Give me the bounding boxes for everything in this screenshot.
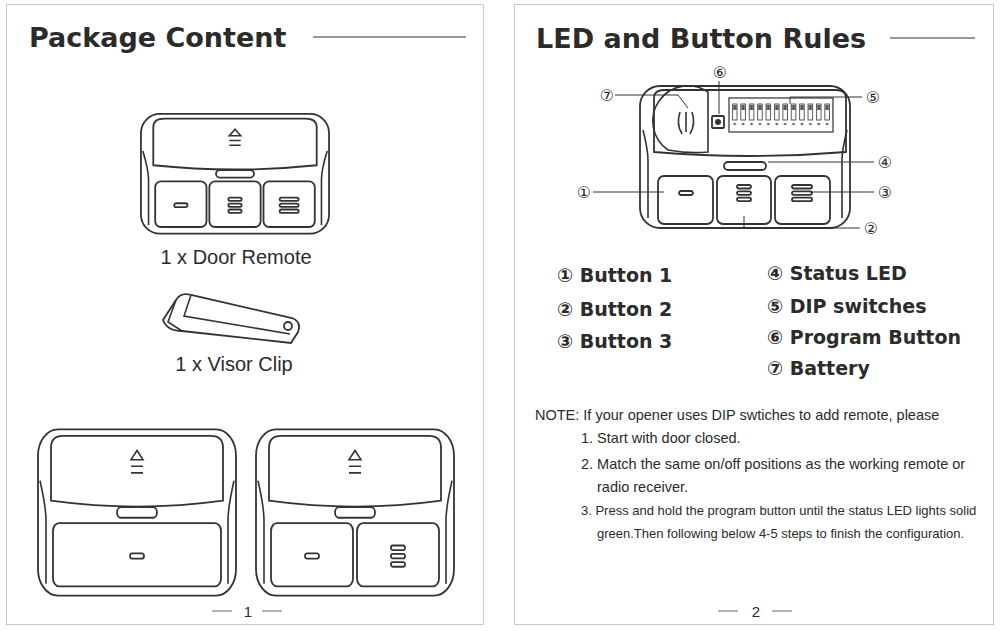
header-rule — [313, 36, 466, 37]
page-heading: Package Content — [29, 22, 286, 54]
remote-back — [640, 86, 850, 228]
page-number: 2 — [752, 603, 760, 621]
leader-lines — [593, 81, 874, 228]
callout-number: ⑦ — [600, 86, 614, 105]
header-rule — [890, 37, 975, 38]
part-name: ① Button 1 — [557, 264, 672, 287]
visor-clip — [163, 294, 299, 343]
callout-number: ④ — [878, 153, 892, 172]
callout-number: ⑤ — [866, 88, 880, 107]
door-remote — [141, 114, 329, 234]
callout-number: ① — [577, 183, 591, 202]
note-text: NOTE: If your opener uses DIP swtiches t… — [535, 407, 939, 424]
page-heading: LED and Button Rules — [536, 23, 866, 55]
page-rule — [772, 611, 792, 612]
part-name: ⑥ Program Button — [767, 326, 961, 349]
part-name: ⑤ DIP switches — [767, 295, 927, 318]
part-name: ② Button 2 — [557, 298, 672, 321]
manual-page: Package Content 1 x Door Remote 1 x Visor … — [6, 4, 484, 625]
note-step: 3. Press and hold the program button unt… — [581, 499, 1000, 545]
callout-number: ③ — [878, 183, 892, 202]
page-rule — [262, 611, 282, 612]
note-step: 2. Match the same on/off positions as th… — [581, 453, 969, 499]
callout-number: ⑥ — [713, 63, 727, 82]
part-name: ④ Status LED — [767, 262, 907, 285]
two-button-remote — [256, 429, 454, 595]
manual-page: LED and Button Rules ⑦ ⑥ ⑤ ④ ① ③② ① Button 1 ② B… — [514, 4, 994, 625]
one-button-remote — [38, 429, 236, 595]
page-number: 1 — [244, 603, 252, 621]
page-rule — [212, 611, 232, 612]
part-name: ③ Button 3 — [557, 330, 672, 353]
item-label: 1 x Door Remote — [160, 245, 311, 269]
note-step: 1. Start with door closed. — [581, 430, 741, 447]
callout-number: ② — [864, 219, 878, 238]
part-name: ⑦ Battery — [767, 357, 870, 380]
page-rule — [718, 611, 738, 612]
item-label: 1 x Visor Clip — [175, 352, 292, 376]
